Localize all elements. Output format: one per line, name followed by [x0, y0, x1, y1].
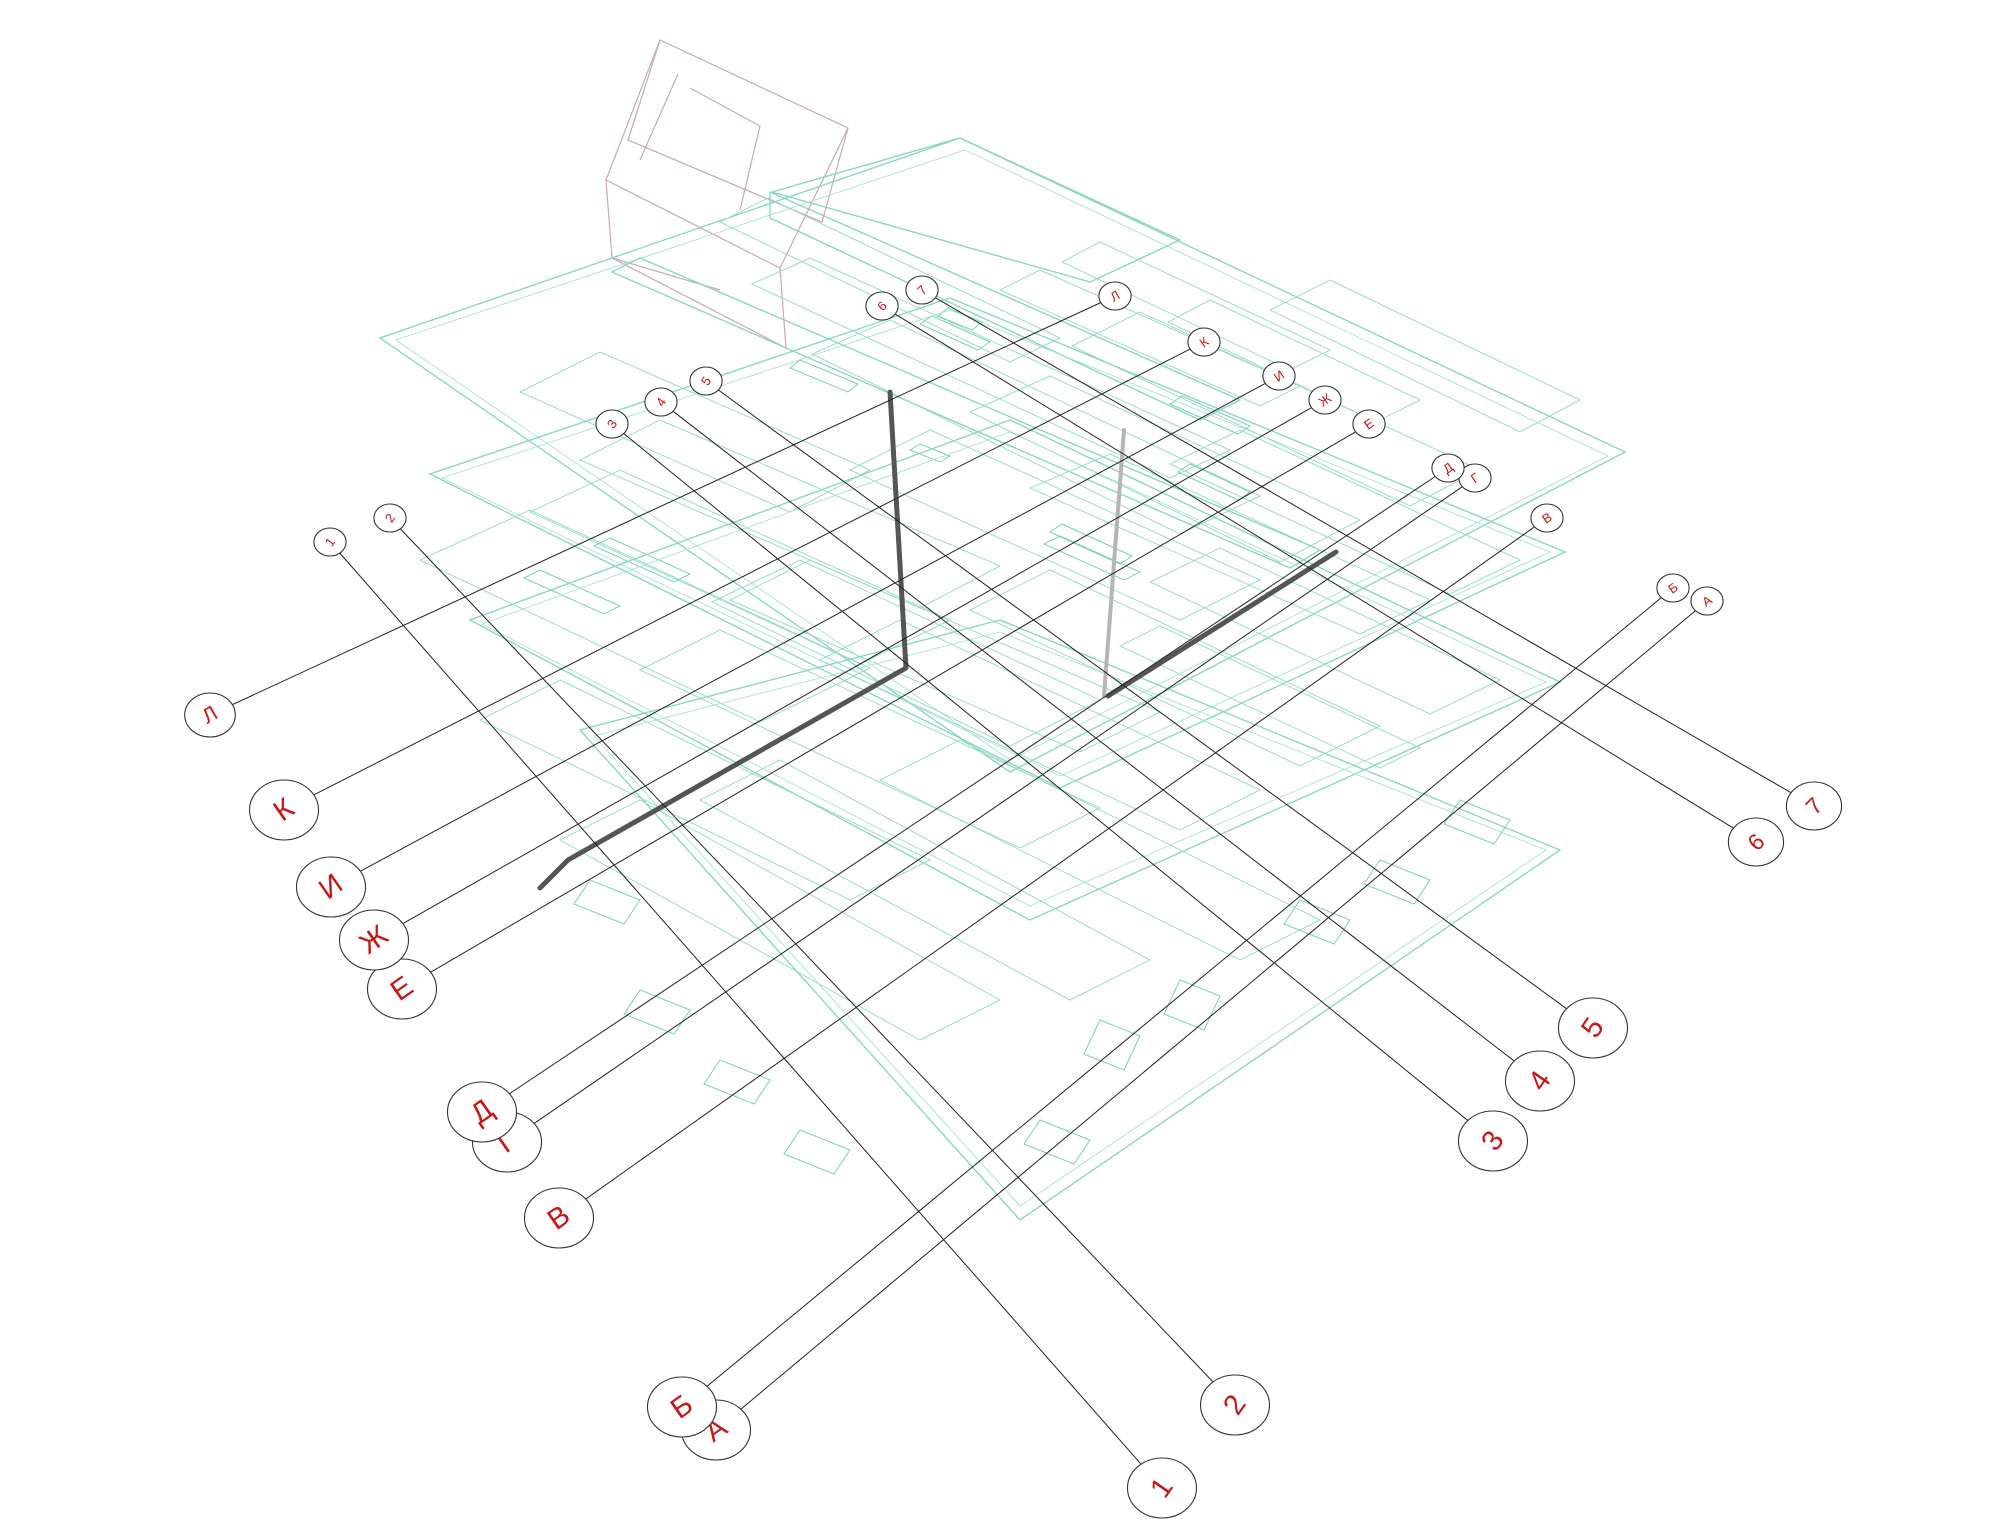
axis-bubble-end — [1457, 1110, 1529, 1172]
axis-bubble-start — [1656, 573, 1690, 603]
axis-line — [357, 382, 1267, 874]
axis-line — [338, 552, 1143, 1466]
axis-line — [622, 432, 1471, 1123]
axis-bubble-start — [1352, 409, 1386, 439]
axis-line — [399, 527, 1215, 1384]
axis-bubble-start — [1308, 385, 1342, 415]
axis-bubble-end — [338, 909, 410, 971]
axis-bubble-start — [1431, 453, 1465, 483]
axis-bubble-start — [1690, 586, 1724, 616]
axis-G: ГГ — [471, 463, 1492, 1173]
axis-line — [671, 410, 1517, 1064]
floor-plan-upper — [378, 137, 1627, 773]
axis-line — [506, 475, 1437, 1096]
axis-bubble-end — [366, 958, 438, 1020]
axis-bubble-start — [313, 527, 347, 557]
axis-bubble-start — [1098, 281, 1132, 311]
pipe-riser-right — [1105, 549, 1339, 699]
axis-bubble-start — [1262, 361, 1296, 391]
axis-line — [229, 301, 1103, 707]
axis-6: 66 — [865, 291, 1785, 867]
pipe-riser-vertical — [1102, 428, 1126, 698]
axis-bubble-end — [184, 692, 236, 738]
floor-plan-lower — [468, 419, 1562, 921]
axis-bubble-start — [905, 275, 939, 305]
axis-V: ВВ — [523, 503, 1564, 1249]
pipe-riser-left — [537, 389, 909, 891]
axis-bubble-end — [646, 1376, 718, 1438]
axis-bubble-end — [523, 1187, 595, 1249]
axis-bubble-end — [446, 1081, 518, 1143]
axis-line — [738, 609, 1697, 1412]
floor-plan-upper-right — [769, 137, 1422, 423]
axis-bubble-start — [373, 503, 407, 533]
axis-bubble-end — [1199, 1374, 1271, 1436]
axis-1: 11 — [313, 527, 1198, 1519]
axis-bubble-end — [248, 779, 320, 841]
axis-4: 44 — [644, 387, 1576, 1112]
axis-I: ИИ — [295, 361, 1296, 918]
axis-bubble-start — [595, 409, 629, 439]
axis-L: ЛЛ — [184, 281, 1132, 738]
axis-line — [583, 525, 1536, 1202]
axis-bubble-start — [1187, 327, 1221, 357]
axis-bubble-end — [1126, 1457, 1198, 1519]
axis-bubble-start — [644, 387, 678, 417]
axis-bubble-end — [1785, 781, 1843, 831]
axis-line — [531, 485, 1464, 1126]
axis-bubble-end — [1557, 997, 1629, 1059]
axis-bubble-end — [1504, 1050, 1576, 1112]
axis-5: 55 — [689, 366, 1629, 1059]
axis-K: КК — [248, 327, 1221, 841]
axis-line — [717, 388, 1570, 1011]
axis-2: 22 — [373, 503, 1271, 1436]
axis-bubble-start — [689, 366, 723, 396]
floor-plan-middle — [418, 297, 1567, 789]
axis-bubble-start — [1530, 503, 1564, 533]
axis-Zh: ЖЖ — [338, 385, 1342, 971]
axis-E: ЕЕ — [366, 409, 1386, 1020]
axis-7: 77 — [905, 275, 1843, 831]
roof-wireframe — [605, 39, 849, 350]
axis-line — [704, 596, 1663, 1389]
pipe-risers — [537, 389, 1339, 891]
axis-line — [427, 430, 1358, 975]
axis-line — [893, 312, 1736, 830]
axis-line — [399, 406, 1314, 926]
axis-bubble-end — [1727, 817, 1785, 867]
axis-B: ББ — [646, 573, 1690, 1438]
axis-bubble-start — [865, 291, 899, 321]
axis-line — [933, 296, 1794, 795]
axis-line — [310, 347, 1192, 797]
axis-bubble-end — [295, 856, 367, 918]
axis-3: 33 — [595, 409, 1529, 1172]
axis-D: ДД — [446, 453, 1465, 1143]
